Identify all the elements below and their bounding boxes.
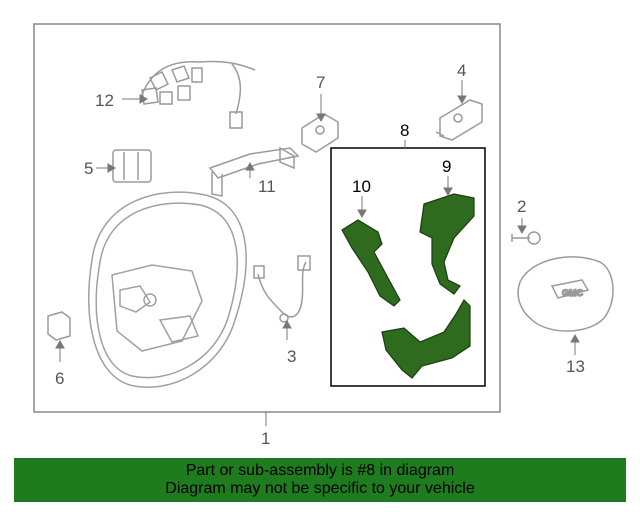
leader-lines (55, 80, 580, 426)
callout-12: 12 (95, 91, 114, 110)
info-banner: Part or sub-assembly is #8 in diagram Di… (14, 458, 626, 502)
part-5-module[interactable] (112, 149, 152, 183)
part-2-screw[interactable] (511, 231, 541, 245)
callout-2: 2 (517, 197, 526, 216)
part-13-airbag[interactable]: GMC (517, 256, 614, 332)
callout-11: 11 (258, 177, 276, 196)
callout-9: 9 (442, 157, 451, 176)
part-8-box (330, 147, 486, 387)
part-10-trim[interactable] (341, 219, 401, 307)
part-8-lower-trim[interactable] (381, 299, 471, 379)
diagram-frame (33, 23, 501, 413)
part-9-trim[interactable] (419, 193, 475, 295)
callout-6: 6 (55, 369, 64, 388)
part-6-switch[interactable] (47, 311, 71, 341)
callout-1: 1 (261, 429, 270, 448)
banner-line-1: Part or sub-assembly is #8 in diagram (185, 462, 455, 479)
callout-5: 5 (84, 159, 93, 178)
callout-10: 10 (352, 177, 371, 196)
part-4-switch[interactable] (435, 99, 483, 141)
gmc-badge: GMC (562, 288, 583, 298)
part-1-steering-wheel[interactable] (87, 191, 247, 388)
part-3-harness[interactable] (253, 255, 311, 323)
callout-13: 13 (566, 357, 585, 376)
banner-line-2: Diagram may not be specific to your vehi… (165, 480, 475, 497)
callout-3: 3 (287, 347, 296, 366)
callout-7: 7 (316, 73, 325, 92)
part-12-harness[interactable] (139, 60, 256, 129)
part-11-bracket[interactable] (208, 146, 300, 197)
callout-4: 4 (457, 61, 466, 80)
callout-8: 8 (400, 121, 409, 140)
